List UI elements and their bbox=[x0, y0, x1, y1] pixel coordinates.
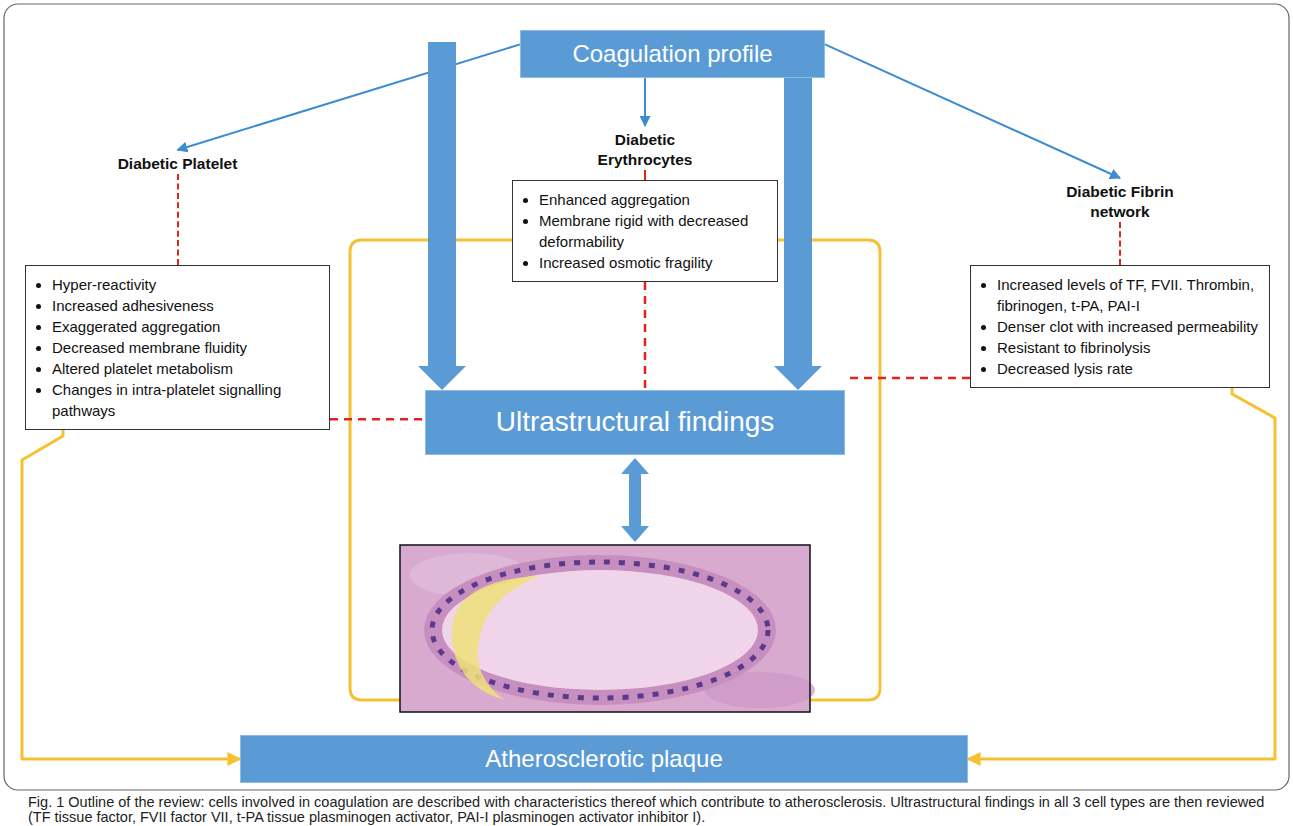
bullet-item: Increased adhesiveness bbox=[52, 295, 319, 316]
dashed-connector bbox=[845, 377, 970, 380]
bullet-list: Increased levels of TF, FVII. Thrombin, … bbox=[979, 274, 1259, 379]
dashed-leader bbox=[644, 170, 646, 180]
box-heading: Diabetic Fibrin network bbox=[1055, 178, 1185, 222]
arrow-connector bbox=[644, 78, 646, 126]
arrow-connector bbox=[178, 44, 521, 150]
bullet-item: Changes in intra-platelet signalling pat… bbox=[52, 379, 319, 421]
bullet-item: Increased osmotic fragility bbox=[539, 252, 767, 273]
bullet-box: Increased levels of TF, FVII. Thrombin, … bbox=[970, 265, 1270, 388]
dashed-leader bbox=[1119, 222, 1121, 265]
bullet-item: Decreased lysis rate bbox=[997, 358, 1259, 379]
arrow-connector bbox=[825, 44, 1120, 178]
bullet-item: Resistant to fibrinolysis bbox=[997, 337, 1259, 358]
bullet-item: Increased levels of TF, FVII. Thrombin, … bbox=[997, 274, 1259, 316]
box-label: Atherosclerotic plaque bbox=[485, 746, 722, 772]
bullet-item: Denser clot with increased permeability bbox=[997, 316, 1259, 337]
bullet-item: Altered platelet metabolism bbox=[52, 358, 319, 379]
curved-arrow bbox=[968, 388, 1275, 759]
box-label: Coagulation profile bbox=[572, 41, 772, 67]
list-box: Diabetic Fibrin networkIncreased levels … bbox=[970, 178, 1270, 388]
dashed-leader bbox=[177, 174, 179, 265]
block-arrow bbox=[418, 42, 466, 390]
box-label: Ultrastructural findings bbox=[496, 407, 775, 438]
list-box: Diabetic ErythrocytesEnhanced aggregatio… bbox=[512, 126, 778, 282]
bullet-list: Enhanced aggregationMembrane rigid with … bbox=[521, 189, 767, 273]
box-heading: Diabetic Erythrocytes bbox=[585, 126, 705, 170]
bullet-item: Enhanced aggregation bbox=[539, 189, 767, 210]
curved-arrow bbox=[22, 430, 240, 759]
plaque-highlight bbox=[452, 576, 540, 700]
bullet-item: Hyper-reactivity bbox=[52, 274, 319, 295]
bullet-item: Exaggerated aggregation bbox=[52, 316, 319, 337]
bullet-box: Hyper-reactivityIncreased adhesivenessEx… bbox=[25, 265, 330, 430]
histology-image bbox=[400, 545, 815, 712]
figure-frame bbox=[4, 4, 1289, 790]
double-arrow bbox=[621, 458, 649, 542]
bullet-item: Membrane rigid with decreased deformabil… bbox=[539, 210, 767, 252]
process-box: Coagulation profile bbox=[520, 30, 825, 78]
process-box: Ultrastructural findings bbox=[425, 390, 845, 455]
process-box: Atherosclerotic plaque bbox=[240, 735, 968, 783]
image-border bbox=[400, 545, 810, 712]
dashed-connector bbox=[644, 282, 647, 390]
dashed-connector bbox=[330, 418, 425, 421]
box-heading: Diabetic Platelet bbox=[25, 150, 330, 174]
bullet-box: Enhanced aggregationMembrane rigid with … bbox=[512, 180, 778, 282]
block-arrow bbox=[774, 78, 822, 390]
list-box: Diabetic PlateletHyper-reactivityIncreas… bbox=[25, 150, 330, 430]
vessel-wall bbox=[424, 555, 776, 705]
figure-caption: Fig. 1 Outline of the review: cells invo… bbox=[28, 795, 1268, 825]
bullet-list: Hyper-reactivityIncreased adhesivenessEx… bbox=[34, 274, 319, 421]
bullet-item: Decreased membrane fluidity bbox=[52, 337, 319, 358]
